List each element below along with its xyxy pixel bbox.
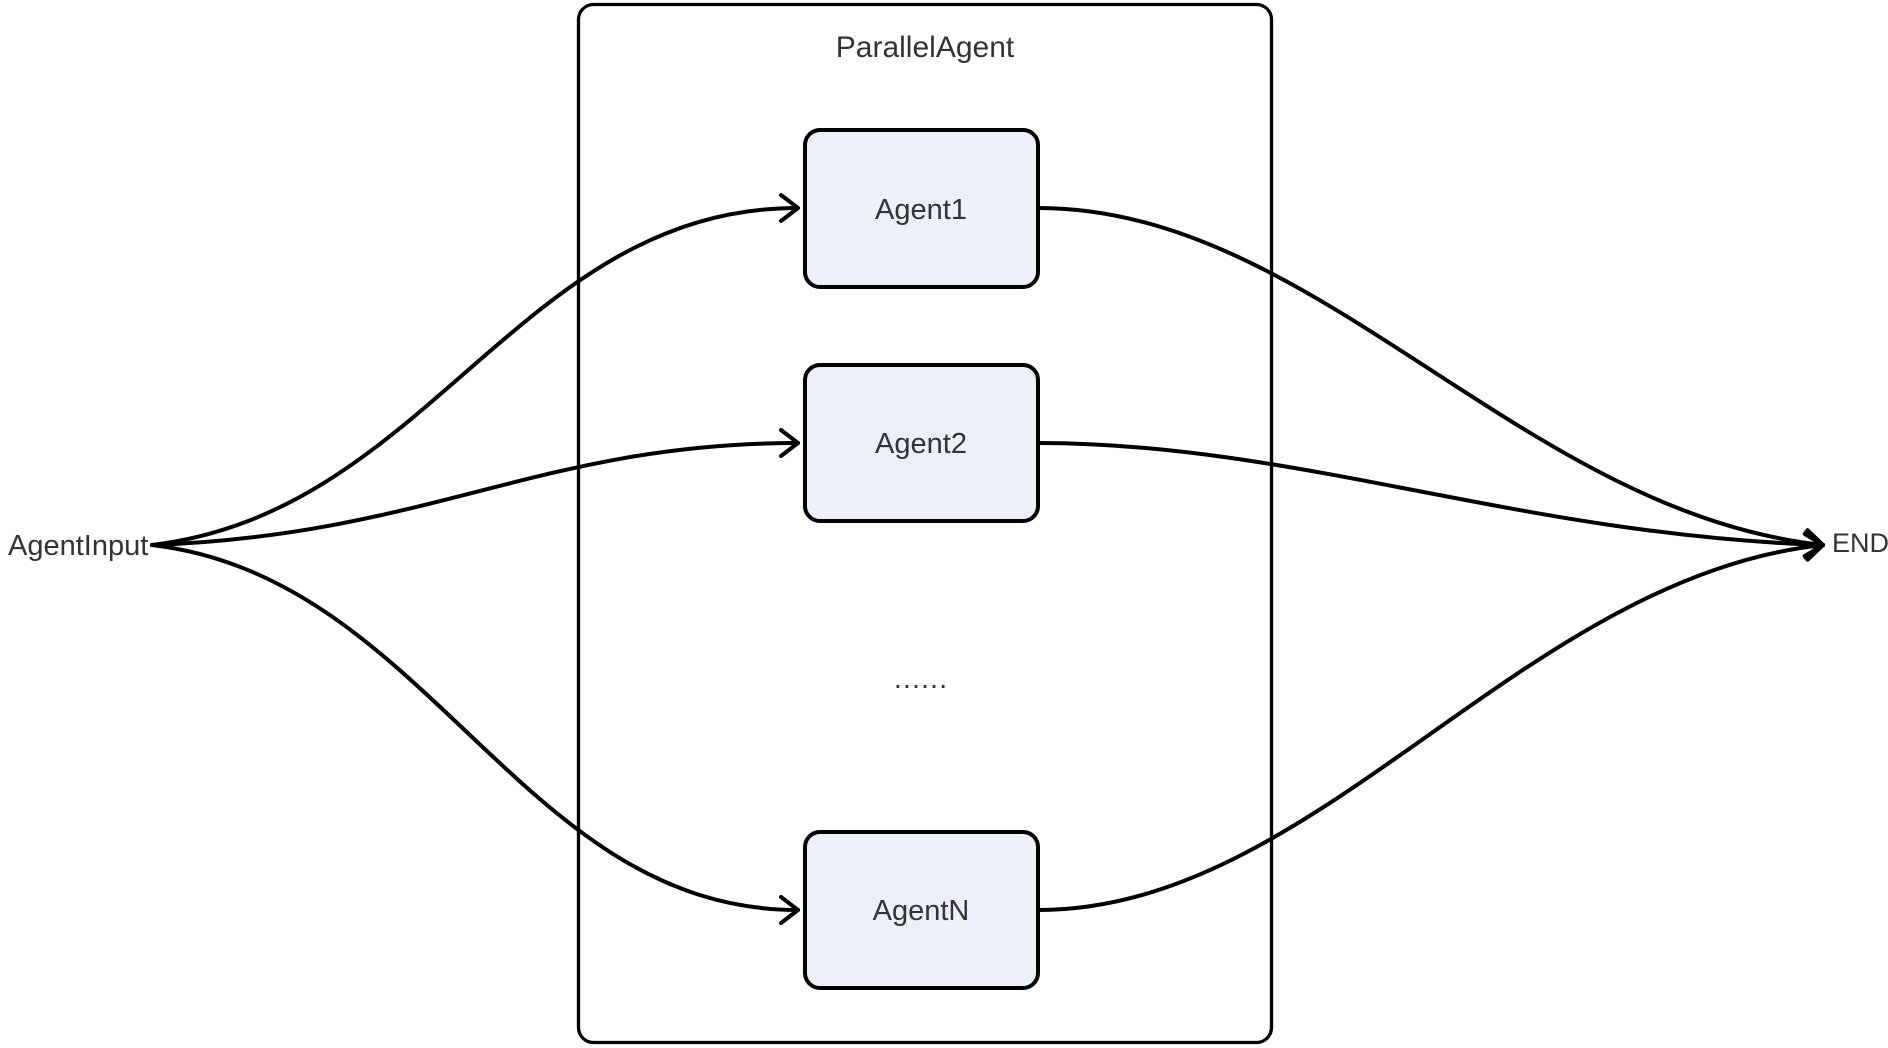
edge-agentN-to-end [1036, 531, 1825, 912]
edge-input-to-agentN [150, 543, 800, 925]
edge-input-to-agent2 [150, 428, 800, 547]
node-agentN-label: AgentN [873, 895, 970, 927]
node-agent1 [803, 128, 1040, 289]
edge-input-to-agent1 [150, 193, 800, 547]
edge-agent2-to-end [1036, 441, 1825, 560]
node-agent1-label: Agent1 [875, 194, 967, 226]
edge-agent1-to-end [1036, 206, 1825, 559]
node-agentN [803, 830, 1040, 990]
container-title: ParallelAgent [836, 31, 1015, 64]
end-label: END [1832, 528, 1888, 558]
ellipsis-dots: ...... [894, 663, 948, 695]
nodes-layer [803, 128, 1040, 990]
agent-input-label: AgentInput [8, 530, 148, 562]
node-agent2-label: Agent2 [875, 428, 967, 460]
edges-layer [150, 193, 1825, 925]
parallel-agent-container [576, 2, 1274, 1045]
node-agent2 [803, 363, 1040, 523]
